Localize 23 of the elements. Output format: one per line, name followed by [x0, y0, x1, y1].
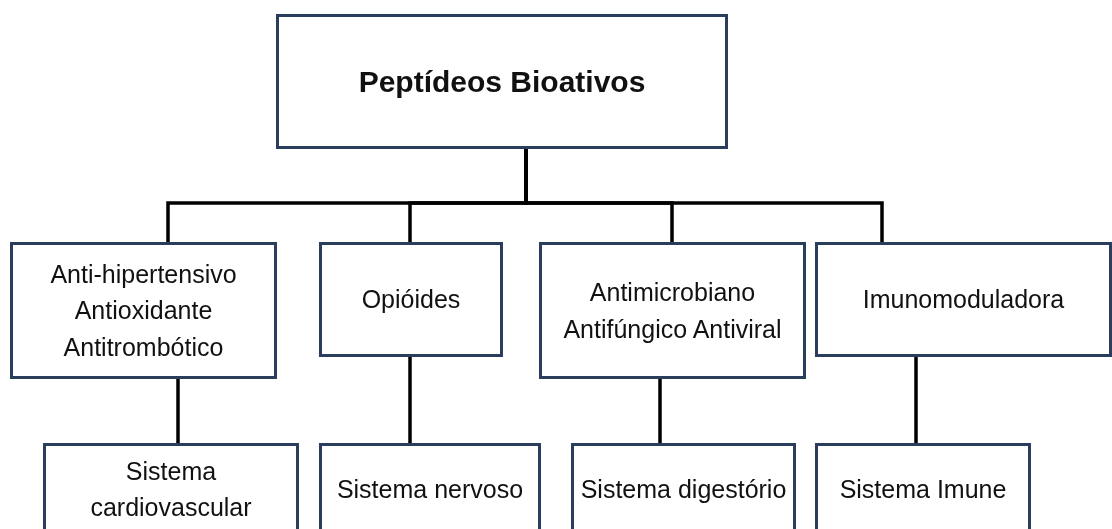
box-label: Sistema nervoso: [336, 473, 524, 505]
box-label: Antimicrobiano Antifúngico Antiviral: [562, 277, 783, 345]
box-label: Sistema digestório: [580, 473, 787, 505]
category-box: [319, 443, 541, 529]
category-box: [815, 443, 1031, 529]
box-label: Sistema Imune: [839, 473, 1007, 505]
connector-line: [408, 357, 412, 443]
category-box: [539, 242, 806, 379]
box-label: Anti-hipertensivo Antioxidante Antitrombótico: [49, 259, 238, 363]
category-box: [571, 443, 796, 529]
box-label: Imunomoduladora: [862, 284, 1065, 316]
box-label: Sistema cardiovascular: [89, 455, 253, 523]
category-box: [43, 443, 299, 529]
connector-line: [524, 149, 884, 242]
connector-line: [176, 379, 180, 443]
connector-line: [914, 357, 918, 443]
connector-line: [658, 379, 662, 443]
box-label: Opióides: [361, 284, 461, 316]
category-box: [276, 14, 728, 149]
category-box: [319, 242, 503, 357]
category-box: [815, 242, 1112, 357]
category-box: [10, 242, 277, 379]
title-text: Peptídeos Bioativos: [358, 63, 646, 100]
